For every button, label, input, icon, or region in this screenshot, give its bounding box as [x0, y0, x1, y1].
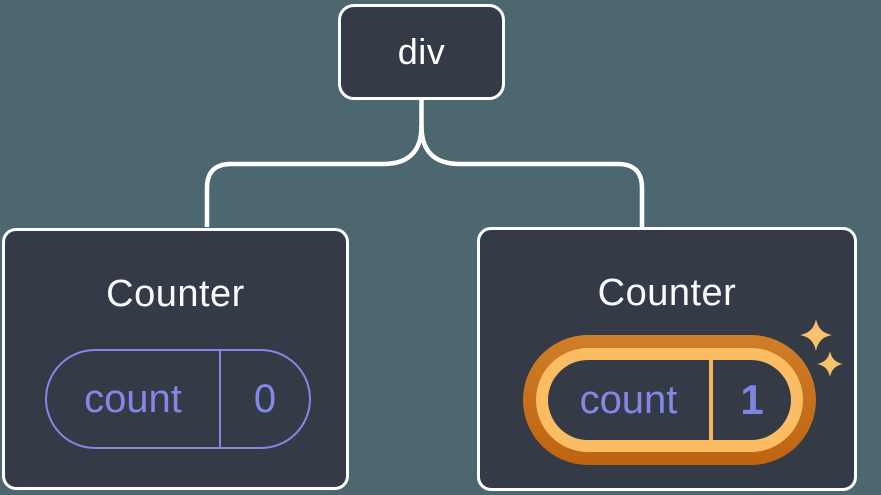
state-value-cell: 1 [713, 360, 791, 440]
counter-node-left: Counter count 0 [2, 228, 349, 490]
state-value-label: 0 [253, 376, 277, 421]
component-title: Counter [597, 272, 737, 314]
counter-node-right: Counter count 1 [477, 227, 857, 491]
connector-left-branch [204, 98, 424, 227]
state-pill-highlight-ring: count 1 [523, 335, 816, 465]
state-pill-highlighted: count 1 [548, 360, 791, 440]
root-node-label: div [397, 31, 446, 72]
component-title: Counter [106, 273, 245, 315]
state-key-label: count [579, 377, 678, 422]
state-key-cell: count [548, 360, 713, 440]
state-key-label: count [84, 376, 182, 421]
state-key-cell: count [47, 351, 221, 447]
state-pill-highlight-ring-inner: count 1 [536, 348, 803, 452]
state-pill: count 0 [45, 349, 311, 449]
state-value-label: 1 [740, 376, 764, 423]
root-node-div: div [338, 4, 505, 100]
connector-right-branch [419, 125, 645, 227]
state-value-cell: 0 [221, 351, 309, 447]
